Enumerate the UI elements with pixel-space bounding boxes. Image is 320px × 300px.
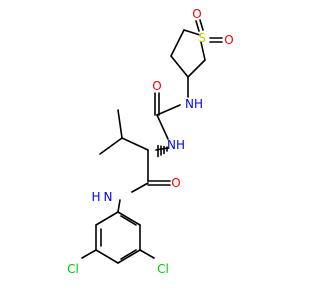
bond — [170, 55, 189, 78]
sulfur-atom: S — [198, 31, 206, 45]
chlorine-left: Cl — [67, 262, 79, 276]
urea-oxygen: O — [152, 79, 161, 93]
bond — [95, 249, 119, 264]
bond — [117, 211, 141, 226]
amide-oxygen: O — [171, 176, 180, 190]
bond — [117, 109, 123, 139]
amide-nitrogen: N — [104, 190, 113, 204]
bond — [81, 249, 97, 259]
sulfonyl-oxygen-top: O — [192, 7, 201, 21]
bond — [95, 211, 119, 226]
bond — [199, 19, 204, 31]
molecule-structure: S O O NH O NH O H N Cl Cl — [67, 7, 234, 276]
bond — [117, 249, 141, 264]
sulfonyl-oxygen-right: O — [224, 33, 233, 47]
bond — [187, 59, 206, 78]
bond — [120, 215, 137, 226]
bond — [183, 29, 201, 36]
bond — [195, 20, 200, 32]
chlorine-right: Cl — [157, 262, 169, 276]
bond — [156, 114, 169, 140]
bond — [156, 104, 181, 116]
bond — [117, 199, 121, 213]
urea-nh-mid: NH — [167, 138, 185, 152]
molecule-canvas: S O O NH O NH O H N Cl Cl — [67, 7, 234, 276]
bond — [139, 249, 155, 259]
bond — [170, 29, 185, 57]
bond — [120, 249, 137, 260]
bond — [99, 137, 123, 155]
hashed-wedge-bond — [157, 144, 168, 158]
bond — [200, 41, 206, 61]
bond — [121, 137, 149, 151]
bond — [131, 182, 149, 193]
urea-nh-top: NH — [185, 97, 203, 111]
amide-hydrogen: H — [91, 190, 100, 204]
